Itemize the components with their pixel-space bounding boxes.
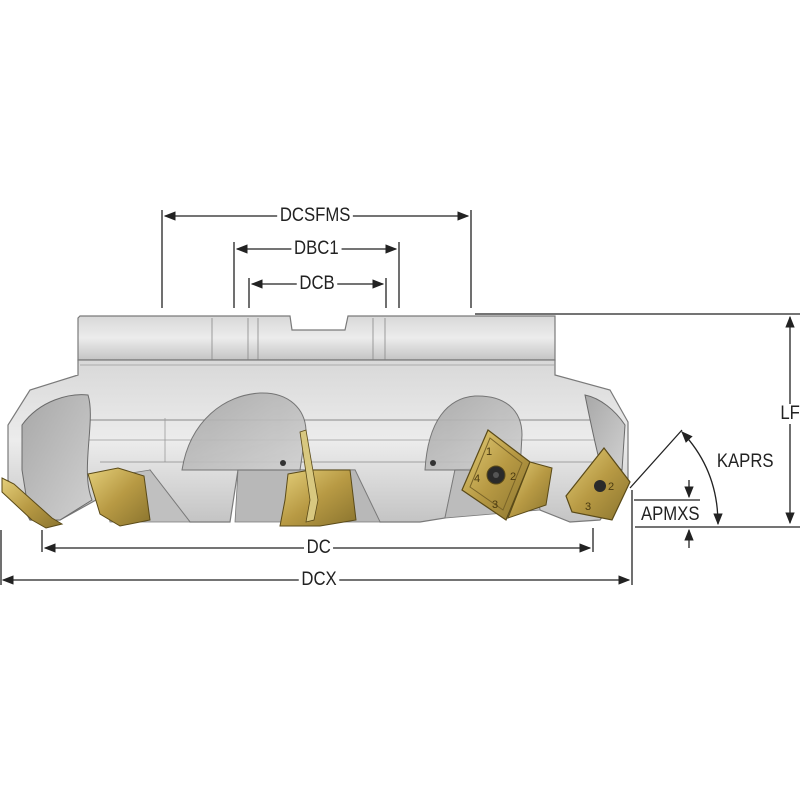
dim-label-dcx: DCX	[298, 570, 340, 590]
insert-marking-3: 3	[492, 499, 498, 511]
insert-marking-2: 2	[510, 471, 516, 483]
dim-label-apmxs: APMXS	[640, 504, 700, 525]
dim-label-dcsfms: DCSFMS	[277, 206, 354, 226]
insert-marking-1: 1	[486, 446, 492, 458]
dim-label-kaprs: KAPRS	[716, 451, 774, 472]
insert-marking-4: 4	[474, 473, 480, 485]
dim-label-dbc1: DBC1	[291, 239, 342, 259]
insert-right-marking-3: 3	[585, 501, 591, 513]
dim-label-lf: LF	[777, 404, 800, 424]
cutting-inserts: 1 2 3 4 2 3	[1, 429, 631, 529]
dim-label-dcb: DCB	[296, 274, 338, 294]
insert-left	[87, 467, 151, 527]
insert-left-edge	[1, 477, 64, 529]
insert-right-marking-2: 2	[608, 481, 614, 493]
dim-label-dc: DC	[304, 538, 334, 558]
